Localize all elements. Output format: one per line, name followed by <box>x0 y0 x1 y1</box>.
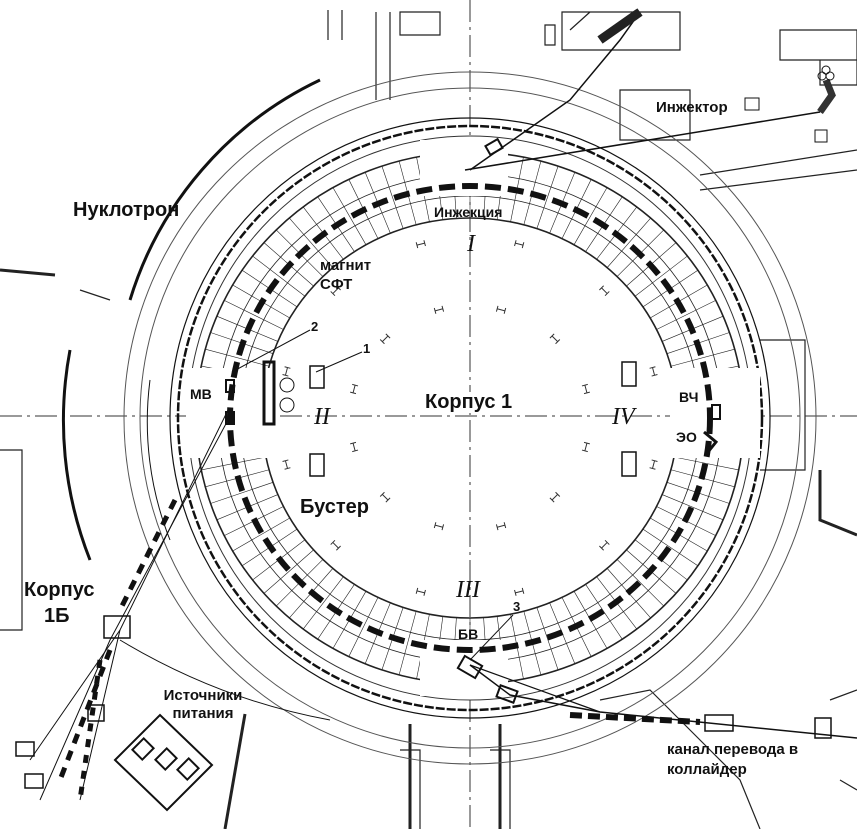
inner-marker <box>415 587 426 596</box>
inner-marker <box>514 240 525 249</box>
inner-marker <box>282 366 291 377</box>
building-walls <box>0 10 857 829</box>
inner-marker <box>549 491 561 503</box>
grid-spoke <box>210 482 274 504</box>
vch-label: ВЧ <box>679 389 699 405</box>
grid-spoke <box>332 187 367 245</box>
grid-spoke <box>289 217 334 268</box>
grid-spoke <box>662 494 724 521</box>
grid-spoke <box>606 217 651 268</box>
inner-marker <box>581 441 590 453</box>
inner-marker <box>379 333 391 345</box>
grid-spoke <box>670 348 735 367</box>
grid-spoke <box>634 255 688 297</box>
mv-label: МВ <box>190 386 212 402</box>
grid-spoke <box>585 584 623 640</box>
quadrant-ii-label: II <box>314 404 330 430</box>
inner-marker <box>581 383 590 395</box>
inner-marker <box>350 383 359 395</box>
grid-spoke <box>224 300 284 330</box>
beamlines-1b <box>15 409 331 801</box>
marker-number-1: 1 <box>363 341 371 356</box>
power-supply-box <box>113 713 214 812</box>
nuclotron-label: Нуклотрон <box>73 199 180 221</box>
grid-spoke <box>656 300 716 330</box>
booster-magnet-ring <box>227 183 713 653</box>
building1-label: Корпус 1 <box>422 392 516 413</box>
inner-marker <box>599 285 610 297</box>
grid-spoke <box>205 348 270 367</box>
transfer-channel-label-line2: коллайдер <box>667 761 747 778</box>
inner-markers <box>282 240 658 596</box>
magnet-sft-label-line1: магнит <box>320 257 372 274</box>
grid-spoke <box>348 597 379 657</box>
booster-label: Бустер <box>300 496 369 518</box>
inner-marker <box>330 539 341 551</box>
building1b-label-line2: 1Б <box>44 605 70 627</box>
inner-marker <box>514 587 525 596</box>
quadrant-iii-label: III <box>456 577 480 603</box>
inner-marker <box>549 333 561 345</box>
building1b-label-line1: Корпус <box>24 579 95 601</box>
grid-spoke <box>536 607 559 670</box>
eo-label: ЭО <box>676 429 697 445</box>
inner-marker <box>282 459 291 470</box>
injection-kickers <box>225 360 721 477</box>
grid-spoke <box>642 528 698 567</box>
grid-spoke <box>232 517 291 552</box>
grid-spoke <box>263 549 314 594</box>
inner-marker <box>433 305 445 314</box>
transfer-channel-label-line1: канал перевода в <box>667 741 799 758</box>
inner-marker <box>415 240 426 249</box>
grid-spoke <box>536 166 559 229</box>
injector-label: Инжектор <box>656 99 728 116</box>
injection-label: Инжекция <box>434 204 503 220</box>
inner-marker <box>350 441 359 453</box>
grid-spoke <box>252 255 306 297</box>
grid-spoke <box>673 456 739 471</box>
quadrant-iv-label: IV <box>612 404 635 430</box>
inner-marker <box>433 522 445 531</box>
inner-marker <box>495 305 507 314</box>
grid-spoke <box>381 166 404 229</box>
inner-marker <box>649 459 658 470</box>
power-supplies-label-line1: Источники <box>163 687 243 704</box>
grid-spoke <box>398 611 417 676</box>
leader-lines <box>231 329 514 661</box>
injector-line <box>464 8 836 171</box>
bv-label: БВ <box>458 626 479 642</box>
inner-marker <box>379 491 391 503</box>
marker-number-3: 3 <box>513 599 521 614</box>
magnet-sft-label-line2: СФТ <box>320 276 353 293</box>
inner-marker <box>330 285 341 297</box>
transfer-channel <box>456 654 857 739</box>
inner-marker <box>649 366 658 377</box>
grid-spoke <box>573 187 608 245</box>
grid-spoke <box>616 559 664 607</box>
inner-marker <box>599 539 610 551</box>
inner-marker <box>495 522 507 531</box>
grid-spoke <box>302 576 344 630</box>
marker-number-2: 2 <box>311 319 319 334</box>
quadrant-i-label: I <box>467 231 475 257</box>
power-supplies-label-line2: питания <box>172 705 234 722</box>
